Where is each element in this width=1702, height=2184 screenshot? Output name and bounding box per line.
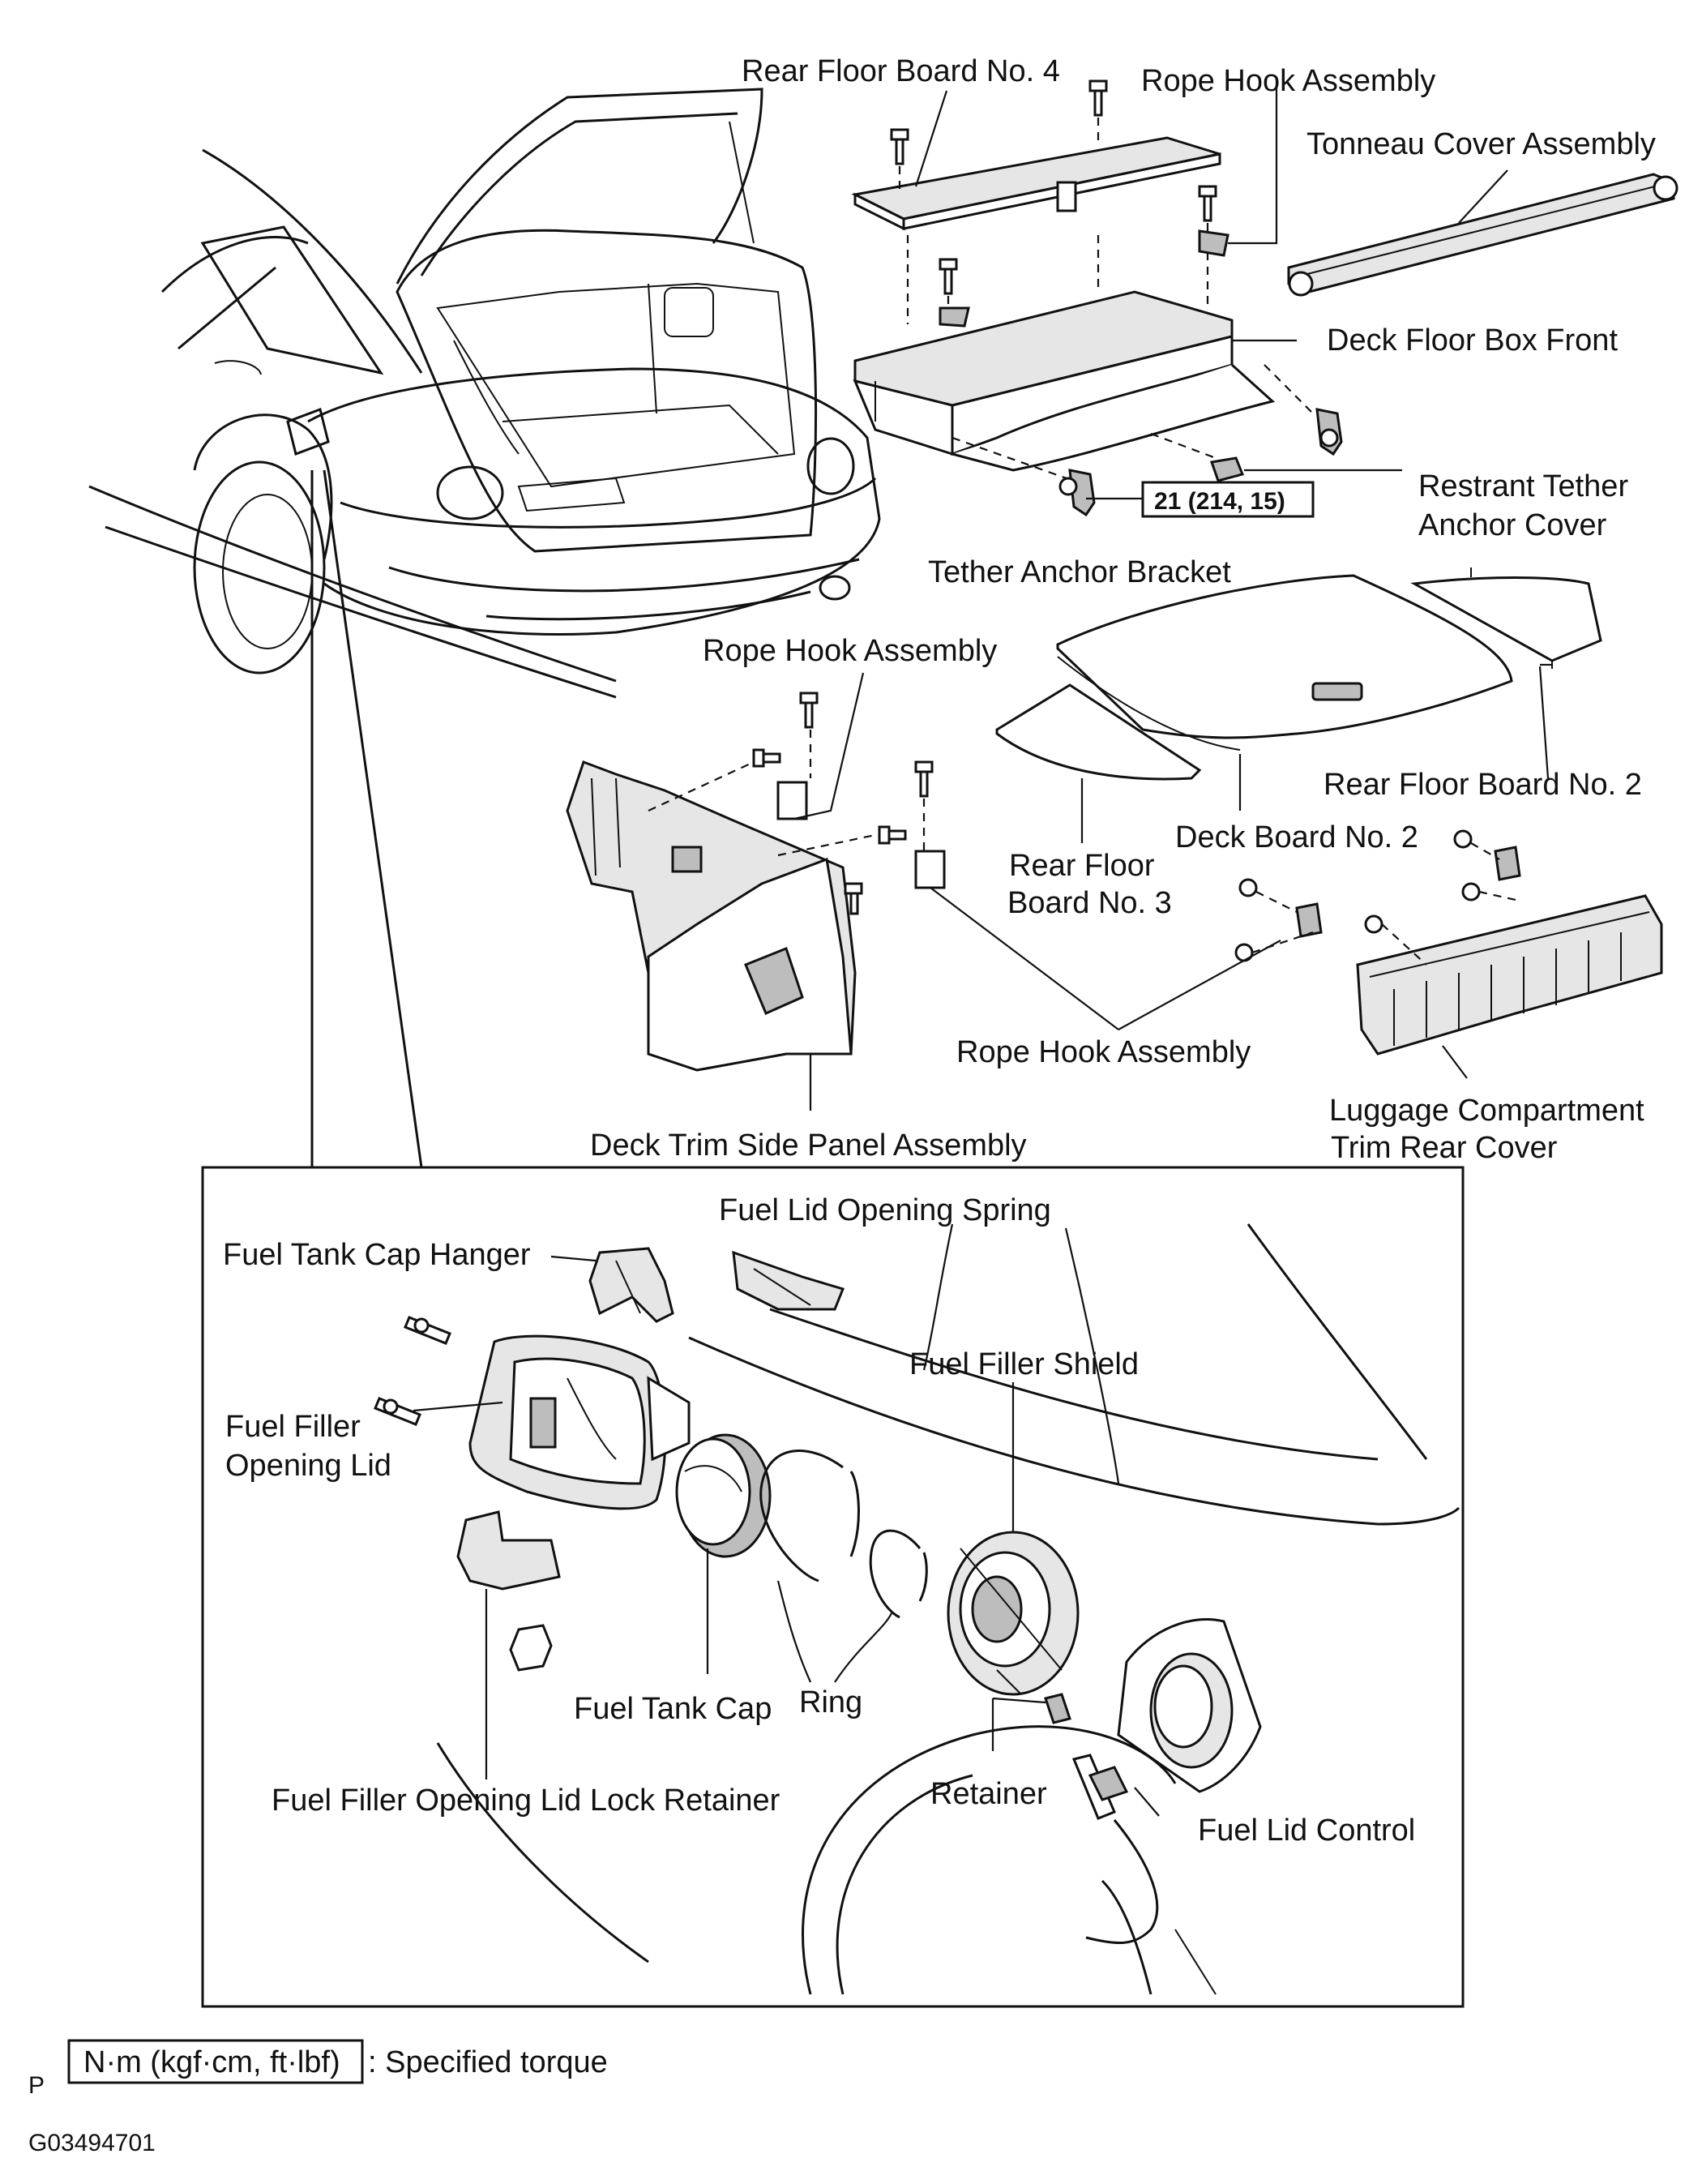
label-fuel-lid-control: Fuel Lid Control	[1198, 1814, 1415, 1848]
label-restrant-tether-2: Anchor Cover	[1418, 508, 1607, 542]
deck-floor-box-front-part	[853, 290, 1276, 472]
bolts-right	[1234, 829, 1521, 962]
fuel-tank-cap-part	[675, 1433, 772, 1558]
detail-body-outline	[436, 1223, 1460, 1995]
restrant-tether-anchor-cover-part	[1209, 456, 1245, 482]
deck-trim-side-panel-part	[566, 760, 857, 1072]
label-fuel-filler-lid-1: Fuel Filler	[225, 1410, 361, 1444]
label-fuel-filler-shield: Fuel Filler Shield	[909, 1347, 1139, 1381]
rope-hook-top-parts	[939, 229, 1229, 328]
label-rear-floor-board-3-2: Board No. 3	[1007, 886, 1172, 920]
footer-letter: P	[28, 2072, 45, 2099]
label-rope-hook-mid: Rope Hook Assembly	[703, 634, 997, 668]
legend-torque-box	[67, 2039, 364, 2084]
legend-units: N·m (kgf·cm, ft·lbf)	[83, 2045, 340, 2079]
label-torque-value: 21 (214, 15)	[1154, 488, 1285, 515]
rope-hook-mid-parts	[776, 781, 946, 889]
fuel-lid-control-part	[1044, 1693, 1159, 1945]
fuel-filler-opening-lid-part	[468, 1334, 691, 1510]
tether-anchor-bracket-part	[1058, 408, 1343, 517]
lock-retainer-part	[456, 1510, 561, 1672]
label-rope-hook-top: Rope Hook Assembly	[1141, 64, 1435, 98]
fuel-lid-detail-box	[201, 1166, 1465, 2008]
tonneau-cover-part	[1287, 173, 1678, 297]
rear-floor-board-4-part	[851, 136, 1221, 231]
label-rear-floor-board-3-1: Rear Floor	[1009, 849, 1155, 883]
footer-code: G03494701	[28, 2130, 156, 2156]
label-retainer: Retainer	[930, 1777, 1047, 1811]
fuel-filler-opening-body	[1117, 1617, 1262, 1793]
label-tonneau-cover: Tonneau Cover Assembly	[1306, 127, 1656, 161]
label-rear-floor-board-4: Rear Floor Board No. 4	[742, 54, 1060, 88]
label-rear-floor-board-2: Rear Floor Board No. 2	[1324, 768, 1642, 802]
label-fuel-filler-lid-2: Opening Lid	[225, 1449, 391, 1483]
rear-floor-board-3-part	[995, 683, 1202, 781]
bolts-mid	[752, 692, 934, 915]
label-fuel-lid-spring: Fuel Lid Opening Spring	[719, 1193, 1051, 1227]
bolts-top	[890, 79, 1217, 295]
label-deck-board-2: Deck Board No. 2	[1175, 820, 1418, 854]
label-fuel-tank-cap-hanger: Fuel Tank Cap Hanger	[223, 1238, 531, 1272]
label-ring: Ring	[799, 1685, 862, 1719]
label-lock-retainer: Fuel Filler Opening Lid Lock Retainer	[272, 1784, 780, 1818]
label-luggage-trim-1: Luggage Compartment	[1329, 1094, 1644, 1128]
fuel-tank-cap-hanger-part	[588, 1247, 674, 1323]
label-tether-anchor-bracket: Tether Anchor Bracket	[928, 555, 1231, 589]
label-deck-trim-side: Deck Trim Side Panel Assembly	[590, 1128, 1027, 1163]
luggage-trim-rear-cover-part	[1356, 894, 1663, 1056]
fuel-filler-shield-part	[947, 1531, 1080, 1696]
torque-box	[1141, 481, 1315, 518]
fuel-lid-spring-part	[732, 1250, 845, 1311]
legend-desc: : Specified torque	[368, 2045, 608, 2079]
deck-board-2-part	[1056, 574, 1513, 751]
label-restrant-tether-1: Restrant Tether	[1418, 469, 1628, 503]
label-luggage-trim-2: Trim Rear Cover	[1331, 1131, 1558, 1165]
label-deck-floor-box-front: Deck Floor Box Front	[1327, 323, 1618, 358]
ring-parts	[759, 1450, 928, 1619]
pins	[374, 1316, 451, 1426]
vehicle-rear-view	[88, 88, 881, 699]
label-fuel-tank-cap: Fuel Tank Cap	[574, 1692, 772, 1726]
label-rope-hook-bottom: Rope Hook Assembly	[956, 1035, 1251, 1069]
